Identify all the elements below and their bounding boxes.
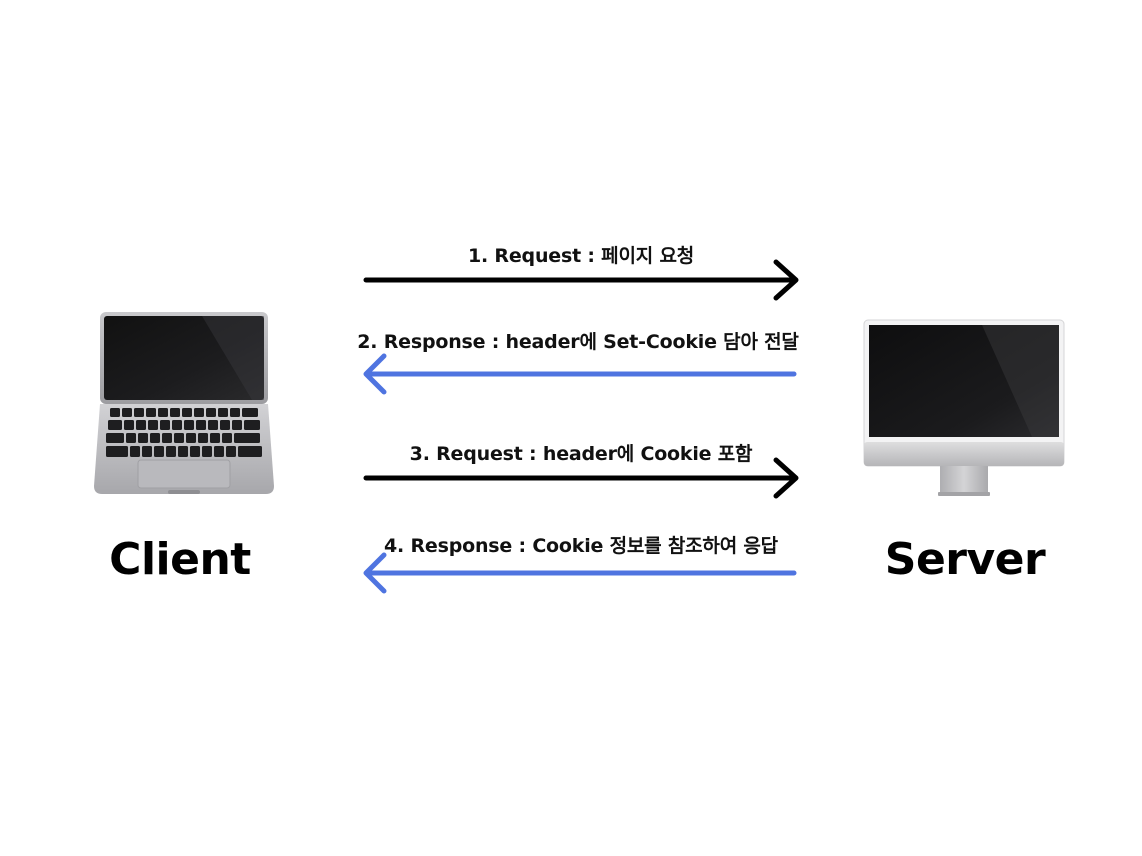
response-arrow-2 xyxy=(363,353,797,395)
server-label: Server xyxy=(884,534,1046,585)
request-arrow-1 xyxy=(363,259,799,301)
message-label-1: 1. Request : 페이지 요청 xyxy=(467,245,695,267)
client-label: Client xyxy=(109,534,251,585)
message-label-3: 3. Request : header에 Cookie 포함 xyxy=(409,443,753,465)
message-label-4: 4. Response : Cookie 정보를 참조하여 응답 xyxy=(384,535,778,557)
response-arrow-4 xyxy=(363,552,797,594)
message-label-2: 2. Response : header에 Set-Cookie 담아 전달 xyxy=(357,331,799,353)
desktop-monitor-icon xyxy=(863,319,1065,496)
request-arrow-3 xyxy=(363,457,799,499)
laptop-icon xyxy=(94,312,274,494)
